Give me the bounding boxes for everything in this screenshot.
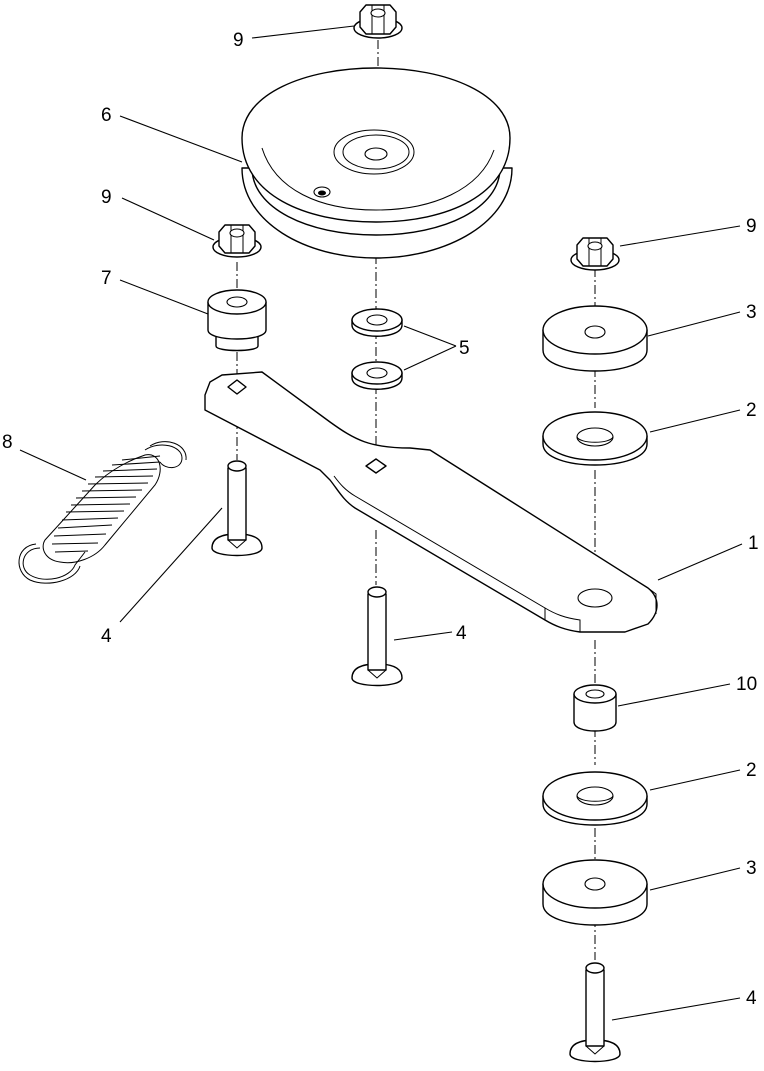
callout-5: 5 bbox=[459, 338, 470, 359]
callout-9-right: 9 bbox=[746, 216, 757, 237]
flange-nut-top bbox=[353, 4, 403, 39]
callout-2-bottom: 2 bbox=[746, 760, 757, 781]
callout-7: 7 bbox=[101, 268, 112, 289]
callout-4-center: 4 bbox=[456, 623, 467, 644]
idler-pulley bbox=[241, 67, 513, 259]
callout-3-bottom: 3 bbox=[746, 858, 757, 879]
idler-arm bbox=[204, 371, 658, 633]
leader-lines bbox=[19, 25, 743, 1021]
carriage-bolt-right bbox=[569, 962, 621, 1063]
extension-spring bbox=[18, 441, 187, 584]
callout-4-left: 4 bbox=[101, 626, 112, 647]
callout-2-top: 2 bbox=[746, 400, 757, 421]
carriage-bolt-center bbox=[351, 586, 403, 687]
callout-8: 8 bbox=[2, 432, 13, 453]
callout-9-top: 9 bbox=[233, 30, 244, 51]
callout-6: 6 bbox=[101, 105, 112, 126]
callout-10: 10 bbox=[736, 674, 757, 695]
callout-9-left: 9 bbox=[101, 187, 112, 208]
flange-nut-left bbox=[212, 224, 262, 258]
spacer-sleeve bbox=[573, 684, 617, 732]
flange-nut-right bbox=[570, 237, 620, 271]
callout-labels: 9 6 9 7 9 3 5 2 8 1 4 4 10 2 3 4 bbox=[2, 30, 759, 1009]
flat-washer-bottom bbox=[542, 771, 648, 826]
bushing bbox=[207, 289, 267, 352]
callout-4-right: 4 bbox=[746, 988, 757, 1009]
flat-washer-top bbox=[542, 411, 648, 466]
callout-3-top: 3 bbox=[746, 302, 757, 323]
callout-1: 1 bbox=[748, 533, 759, 554]
thick-washer-bottom bbox=[542, 859, 648, 926]
thick-washer-top bbox=[542, 305, 648, 372]
carriage-bolt-left bbox=[211, 460, 263, 557]
spacer-washers bbox=[351, 308, 403, 390]
spring-coils bbox=[42, 454, 161, 564]
